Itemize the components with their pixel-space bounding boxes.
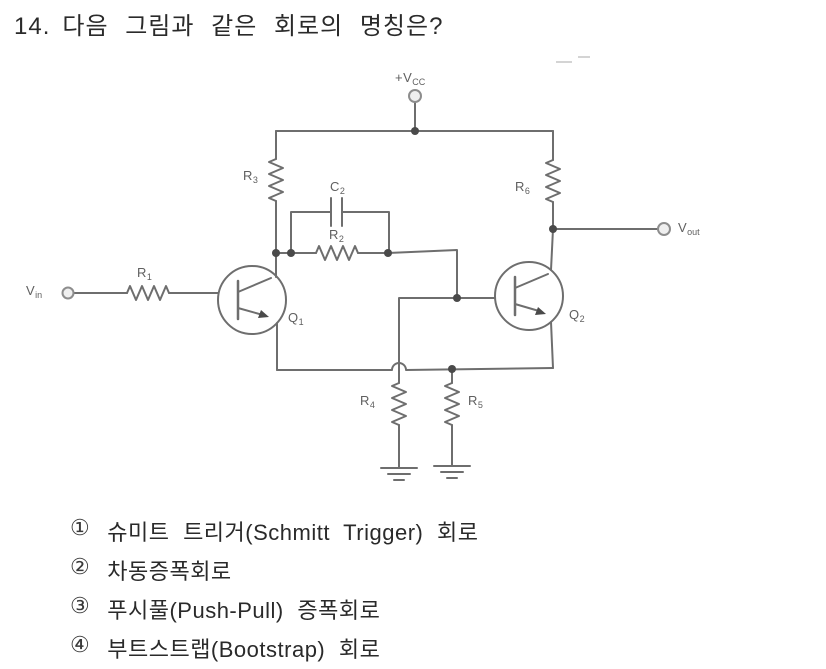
label-c2: C2	[330, 179, 345, 196]
resistor-r5	[444, 382, 460, 426]
option-4-marker: ④	[70, 632, 91, 657]
transistor-q2-body	[494, 261, 564, 331]
option-3-text: 푸시풀(Push-Pull) 증폭회로	[107, 598, 381, 623]
option-2-text: 차동증폭회로	[107, 559, 232, 584]
option-4-text: 부트스트랩(Bootstrap) 회로	[107, 637, 381, 662]
question-number: 14.	[14, 13, 51, 40]
transistor-q1-collector-lead	[237, 277, 272, 293]
resistor-r6	[545, 159, 561, 203]
answer-option-2: ② 차동증폭회로	[70, 554, 478, 593]
label-r1: R1	[137, 265, 152, 282]
wire-r2-to-q2-base	[387, 249, 458, 299]
junction-q1-collector	[272, 249, 280, 257]
label-r5: R5	[468, 393, 483, 410]
question-text: 다음 그림과 같은 회로의 명칭은?	[62, 13, 444, 40]
label-vcc: +VCC	[395, 70, 426, 87]
answer-option-3: ③ 푸시풀(Push-Pull) 증폭회로	[70, 593, 478, 632]
wire-c2-left	[290, 211, 332, 254]
transistor-q1-emitter-arrow	[258, 310, 269, 318]
option-3-marker: ③	[70, 593, 91, 618]
label-q2: Q2	[569, 307, 585, 324]
transistor-q2-emitter-arrow	[535, 307, 546, 315]
wire-q2-collector	[550, 228, 554, 271]
scan-artifact-dashes	[556, 56, 590, 63]
junction-c2-left	[287, 249, 295, 257]
label-vin: Vin	[26, 283, 43, 300]
wire-c2-right	[341, 211, 390, 254]
label-r6: R6	[515, 179, 530, 196]
option-1-marker: ①	[70, 515, 91, 540]
junction-vcc	[411, 127, 419, 135]
terminal-vout	[657, 222, 671, 236]
terminal-vin	[61, 286, 75, 300]
resistor-r2	[315, 245, 359, 261]
junction-q2-base	[453, 294, 461, 302]
option-1-text: 슈미트 트리거(Schmitt Trigger) 회로	[107, 520, 479, 545]
wire-emitter-rail	[276, 362, 554, 371]
label-q1: Q1	[288, 310, 304, 327]
answer-options: ① 슈미트 트리거(Schmitt Trigger) 회로 ② 차동증폭회로 ③…	[70, 515, 478, 669]
wire-q2-emitter	[550, 321, 554, 369]
ground-r5	[433, 465, 471, 479]
resistor-r3	[268, 158, 284, 202]
label-vout: Vout	[678, 220, 700, 237]
answer-option-4: ④ 부트스트랩(Bootstrap) 회로	[70, 632, 478, 669]
option-2-marker: ②	[70, 554, 91, 579]
junction-vout	[549, 225, 557, 233]
label-r3: R3	[243, 168, 258, 185]
label-r2: R2	[329, 227, 344, 244]
wire-q2-base-to-r4	[398, 297, 458, 384]
resistor-r4	[391, 382, 407, 426]
label-r4: R4	[360, 393, 375, 410]
question-title: 14. 다음 그림과 같은 회로의 명칭은?	[14, 6, 443, 41]
answer-option-1: ① 슈미트 트리거(Schmitt Trigger) 회로	[70, 515, 478, 554]
transistor-q2-emitter-lead	[514, 303, 540, 312]
terminal-vcc	[408, 89, 422, 103]
transistor-q1-emitter-lead	[237, 307, 264, 316]
resistor-r1	[126, 285, 170, 301]
transistor-q2-collector-lead	[514, 273, 549, 289]
transistor-q1-body	[217, 265, 287, 335]
junction-r5	[448, 365, 456, 373]
junction-c2-right	[384, 249, 392, 257]
ground-r4	[380, 467, 418, 481]
